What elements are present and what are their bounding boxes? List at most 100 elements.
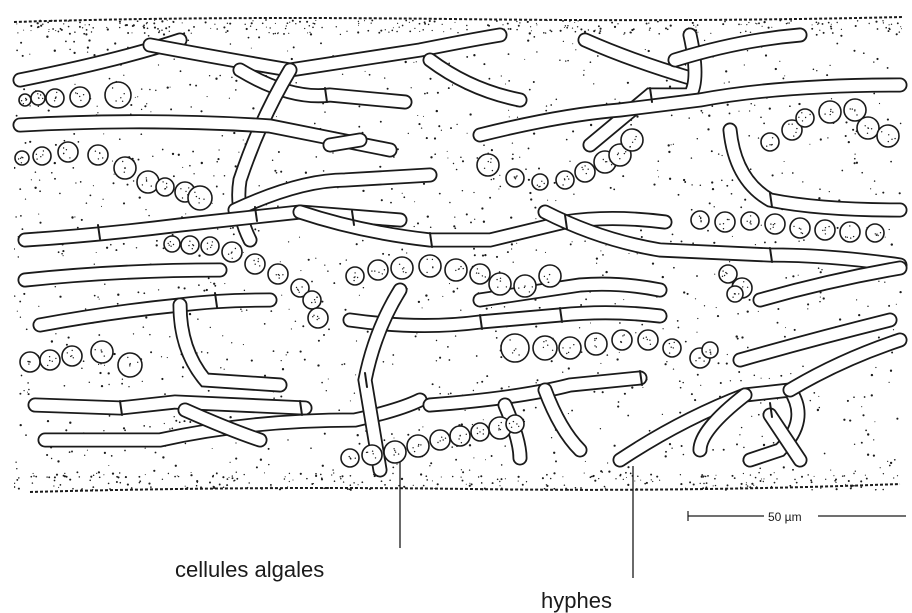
algal-cell-stipple xyxy=(728,219,729,220)
algal-cell-stipple xyxy=(594,340,595,341)
algal-cell-stipple xyxy=(877,235,878,236)
algal-cell-stipple xyxy=(418,444,419,445)
algal-cell-stipple xyxy=(315,302,316,303)
algal-cell-stipple xyxy=(496,279,497,280)
algal-cell-stipple xyxy=(317,319,318,320)
algal-cell-stipple xyxy=(72,350,73,351)
algal-cell-stipple xyxy=(796,128,797,129)
algal-cell-stipple xyxy=(594,338,595,339)
algal-cell-stipple xyxy=(747,221,748,222)
algal-cell-stipple xyxy=(185,191,186,192)
algal-cell-stipple xyxy=(311,302,312,303)
algal-cell-stipple xyxy=(795,132,796,133)
algal-cell-stipple xyxy=(350,458,351,459)
algal-cell-chain xyxy=(164,236,328,328)
algal-cell xyxy=(575,162,595,182)
algal-cell-stipple xyxy=(101,349,102,350)
hypha-lumen xyxy=(760,268,900,300)
algal-cell-stipple xyxy=(393,454,394,455)
algal-cell-stipple xyxy=(788,124,789,125)
algal-cell-stipple xyxy=(371,270,372,271)
algal-cell-stipple xyxy=(137,362,138,363)
algal-cell-stipple xyxy=(772,137,773,138)
algal-cell-stipple xyxy=(738,293,739,294)
algal-cell-stipple xyxy=(47,365,48,366)
algal-cell-stipple xyxy=(888,134,889,135)
algal-cell-stipple xyxy=(461,442,462,443)
algal-cell-stipple xyxy=(477,433,478,434)
algal-cell xyxy=(691,211,709,229)
algal-cell-stipple xyxy=(511,427,512,428)
algal-cell-stipple xyxy=(52,361,53,362)
algal-cell-stipple xyxy=(490,162,491,163)
algal-cell-stipple xyxy=(28,363,29,364)
algal-cell-stipple xyxy=(63,147,64,148)
algal-cell-stipple xyxy=(671,347,672,348)
algal-cell-stipple xyxy=(43,150,44,151)
algal-cell-stipple xyxy=(723,228,724,229)
algal-cell-stipple xyxy=(568,178,569,179)
algal-cell-stipple xyxy=(455,270,456,271)
algal-cell-stipple xyxy=(747,287,748,288)
algal-cell-stipple xyxy=(824,113,825,114)
algal-cell-stipple xyxy=(567,176,568,177)
algal-cell-stipple xyxy=(414,451,415,452)
algal-cell-stipple xyxy=(513,421,514,422)
algal-cell-stipple xyxy=(393,448,394,449)
algal-cell-stipple xyxy=(440,440,441,441)
algal-cell-stipple xyxy=(279,277,280,278)
algal-cell-stipple xyxy=(316,297,317,298)
algal-cell-stipple xyxy=(477,427,478,428)
algal-cell-stipple xyxy=(124,172,125,173)
algal-cell-stipple xyxy=(792,124,793,125)
algal-cell-stipple xyxy=(231,251,232,252)
algal-cell xyxy=(88,145,108,165)
algal-cell-stipple xyxy=(282,274,283,275)
algal-cell-stipple xyxy=(830,109,831,110)
algal-cell-stipple xyxy=(207,243,208,244)
algal-cell-stipple xyxy=(420,444,421,445)
algal-cell-stipple xyxy=(750,223,751,224)
algal-cell xyxy=(58,142,78,162)
algal-cell-stipple xyxy=(629,146,630,147)
algal-cell-stipple xyxy=(357,277,358,278)
algal-cell-stipple xyxy=(750,215,751,216)
algal-cell-stipple xyxy=(26,99,27,100)
algal-cell-stipple xyxy=(699,216,700,217)
algal-cell-stipple xyxy=(211,245,212,246)
algal-cell-stipple xyxy=(478,273,479,274)
algal-cell-stipple xyxy=(856,114,857,115)
algal-cell-stipple xyxy=(828,226,829,227)
algal-cell-stipple xyxy=(710,353,711,354)
algal-cell-stipple xyxy=(56,92,57,93)
algal-cell-stipple xyxy=(700,218,701,219)
algal-cell-chain xyxy=(761,99,899,151)
algal-cell-stipple xyxy=(573,344,574,345)
algal-cell-stipple xyxy=(865,125,866,126)
algal-cell-stipple xyxy=(674,342,675,343)
algal-cell-stipple xyxy=(367,452,368,453)
algal-cell-stipple xyxy=(235,248,236,249)
algal-cell-stipple xyxy=(170,246,171,247)
algal-cell-stipple xyxy=(801,112,802,113)
algal-cell-stipple xyxy=(543,347,544,348)
algal-cell-stipple xyxy=(703,360,704,361)
algal-cell xyxy=(621,129,643,151)
algal-cell-stipple xyxy=(625,151,626,152)
algal-cell-stipple xyxy=(830,111,831,112)
algal-cell-stipple xyxy=(647,339,648,340)
algal-cell-stipple xyxy=(500,278,501,279)
algal-cell-stipple xyxy=(509,339,510,340)
algal-cell-stipple xyxy=(42,154,43,155)
algal-cell-stipple xyxy=(49,356,50,357)
algal-cell-stipple xyxy=(773,227,774,228)
algal-cell-stipple xyxy=(296,287,297,288)
algal-cell-stipple xyxy=(437,442,438,443)
algal-cell-stipple xyxy=(700,217,701,218)
algal-cell-stipple xyxy=(532,286,533,287)
algal-cell-stipple xyxy=(460,266,461,267)
algal-cell-stipple xyxy=(101,351,102,352)
algal-cell-stipple xyxy=(28,361,29,362)
band-top-edge xyxy=(14,17,902,22)
algal-cell-stipple xyxy=(850,108,851,109)
